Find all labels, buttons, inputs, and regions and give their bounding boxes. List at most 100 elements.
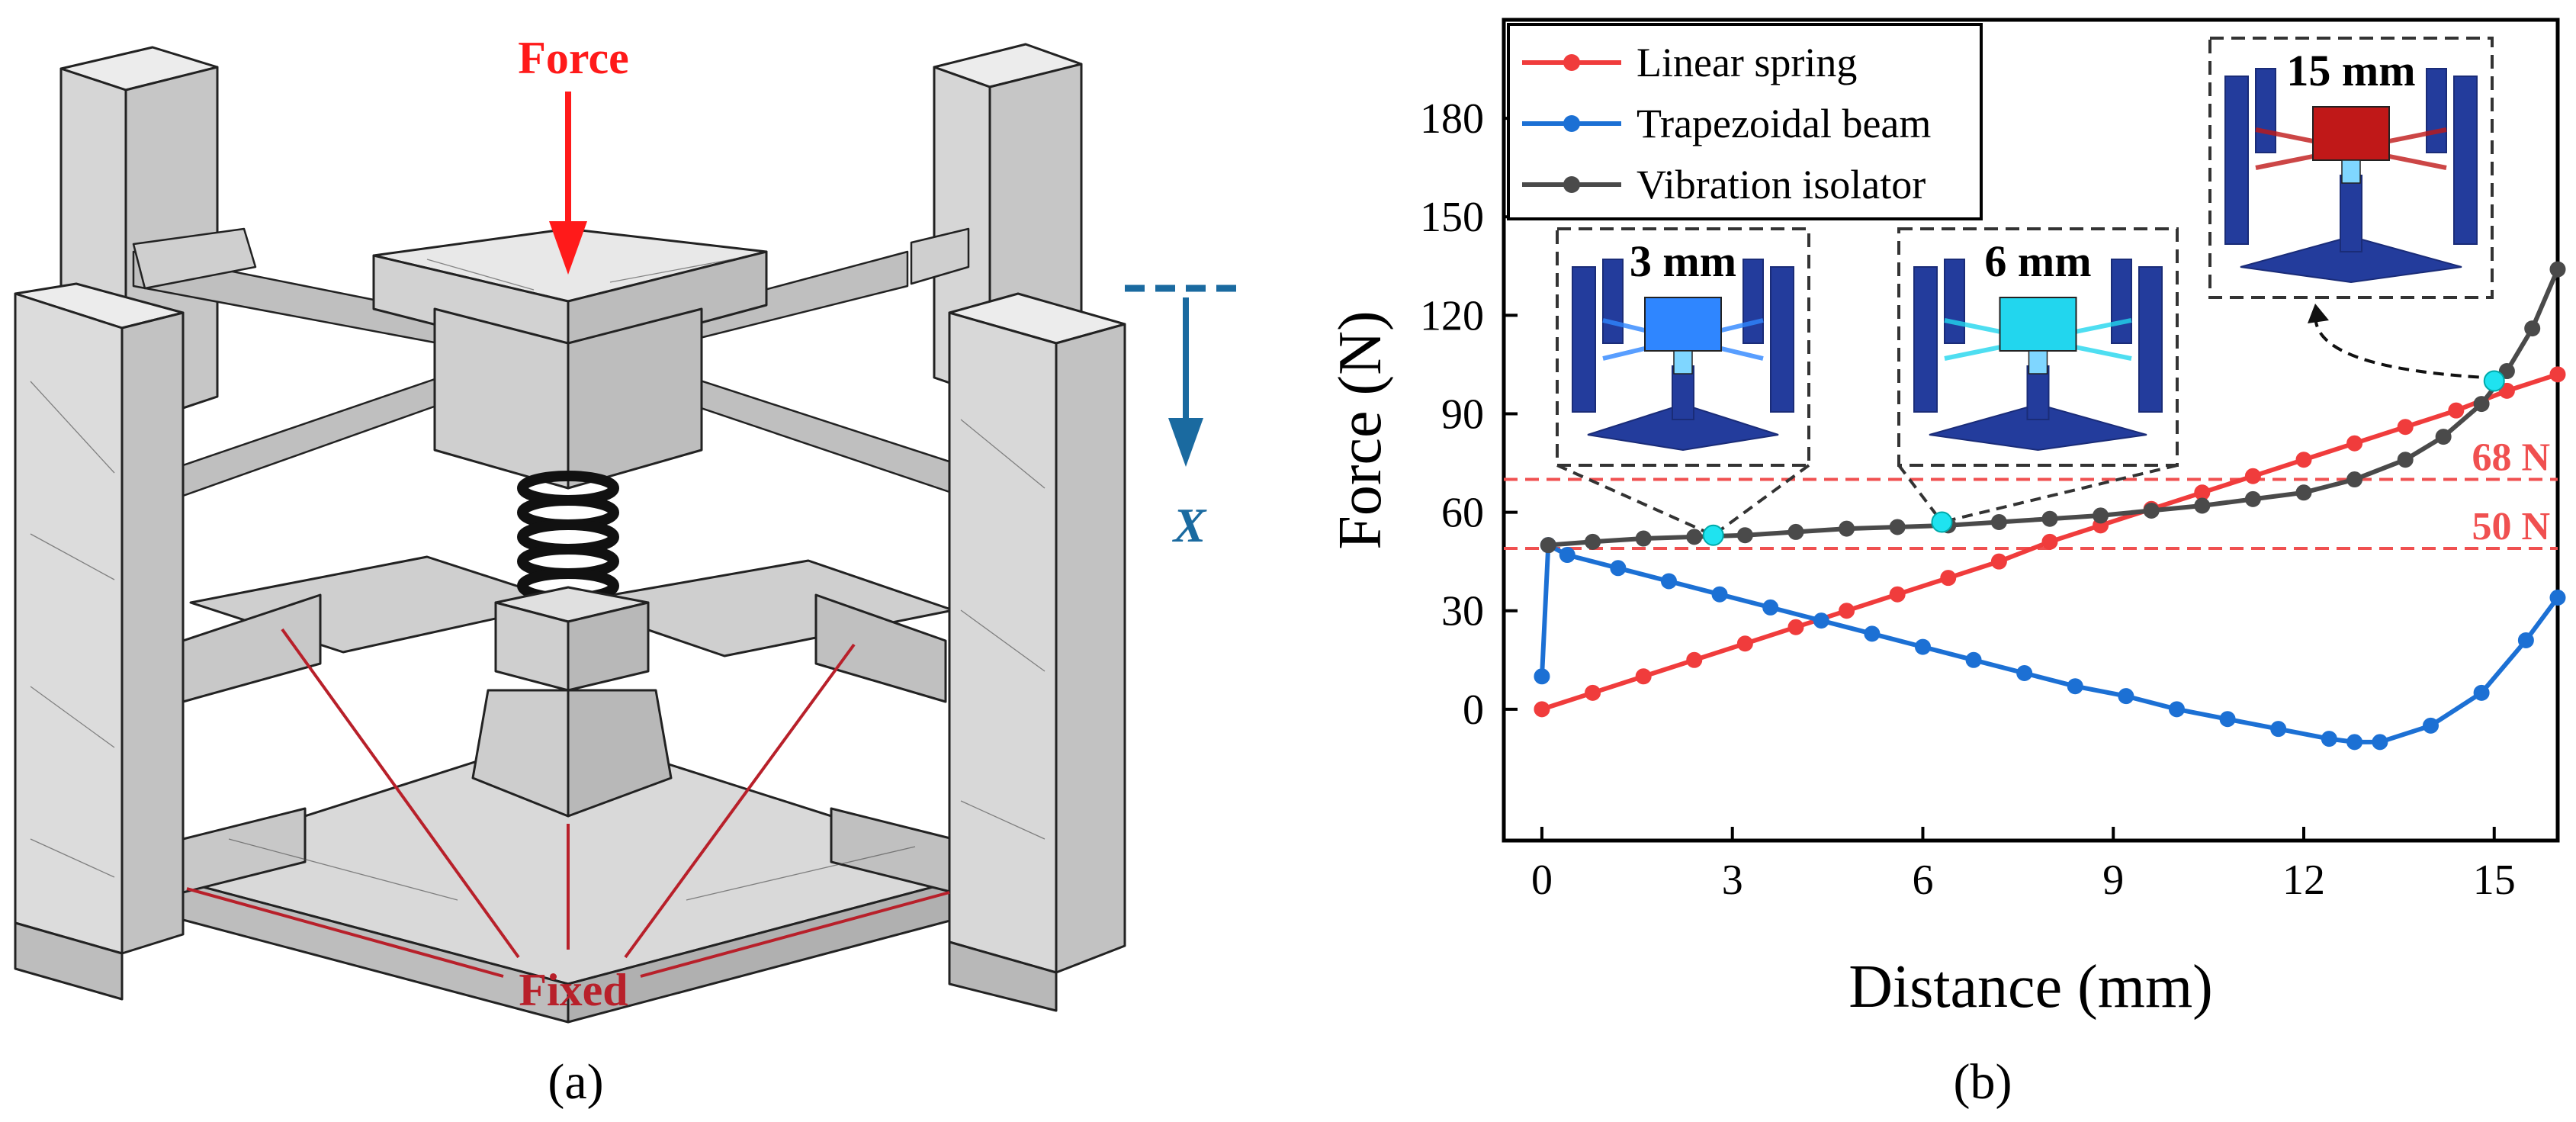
inset-post [2111, 259, 2132, 344]
inset-post [1602, 259, 1624, 344]
data-point [1990, 553, 2007, 570]
data-point [2473, 396, 2490, 413]
x-tick-label: 12 [2282, 857, 2325, 904]
inset-guide-line [1941, 464, 2178, 524]
data-point [2435, 429, 2452, 445]
front-left-post [14, 282, 185, 1001]
y-tick-label: 120 [1420, 292, 1484, 339]
x-tick-label: 15 [2473, 857, 2516, 904]
panel-b-caption: (b) [1954, 1054, 2012, 1110]
legend-swatch-dot [1563, 54, 1580, 71]
highlight-markers [1702, 370, 2505, 546]
x-tick-label: 9 [2102, 857, 2124, 904]
data-point [1610, 560, 1627, 577]
inset-guide-arrowhead [2308, 304, 2329, 323]
inset-spring [1673, 350, 1693, 375]
data-point [1534, 668, 1550, 685]
y-tick-label: 90 [1441, 391, 1484, 438]
data-point [2549, 590, 2566, 606]
data-point [1889, 519, 1906, 535]
x-axis-label: X [1172, 498, 1207, 552]
data-point [1660, 573, 1677, 590]
data-point [2219, 711, 2236, 728]
inset-pedestal [2026, 365, 2050, 420]
x-axis-title: Distance (mm) [1848, 953, 2213, 1021]
data-point [1940, 570, 1957, 587]
data-point [2093, 507, 2109, 524]
inset-frame [1897, 227, 2179, 467]
inset-post [1944, 259, 1965, 344]
data-point [2473, 684, 2490, 701]
data-point [1635, 530, 1652, 547]
data-point [2168, 701, 2185, 718]
data-point [2448, 402, 2465, 419]
y-axis-title: Force (N) [1327, 310, 1394, 549]
inset-post [1572, 266, 1596, 413]
data-point [1711, 586, 1728, 603]
inset-post [2224, 76, 2249, 245]
data-point [2067, 678, 2083, 695]
data-point [2270, 721, 2287, 738]
inset-post [2453, 76, 2478, 245]
data-point [2194, 497, 2211, 514]
data-point [2549, 366, 2566, 383]
data-point [1559, 547, 1575, 564]
data-point [2321, 731, 2337, 747]
data-point [1990, 514, 2007, 531]
inset-label: 6 mm [1984, 236, 2091, 286]
data-point [1686, 529, 1703, 545]
data-point [2346, 471, 2363, 488]
data-point [2397, 419, 2414, 436]
spring [517, 471, 619, 603]
data-point [2143, 502, 2160, 519]
y-tick-label: 30 [1441, 588, 1484, 635]
data-point [1635, 668, 1652, 685]
panel-a-mesh-model [14, 43, 1126, 1024]
inset-3: 15 mm [2208, 37, 2494, 299]
data-point [1914, 638, 1931, 655]
inset-guide-line [1897, 464, 1944, 523]
data-point [1736, 635, 1753, 652]
force-label: Force [518, 33, 628, 83]
x-tick-label: 6 [1912, 857, 1933, 904]
inset-center-block [1644, 297, 1722, 352]
inset-post [1742, 259, 1764, 344]
inset-base [2240, 235, 2462, 284]
inset-base [1929, 403, 2147, 452]
plot-frame [1502, 18, 2560, 843]
fixed-leader-lines [186, 628, 950, 978]
data-point [1889, 586, 1906, 603]
data-point [1736, 527, 1753, 544]
series-line [1540, 542, 2560, 744]
y-tick-label: 180 [1420, 95, 1484, 143]
inset-label: 3 mm [1630, 236, 1736, 286]
x-tick-label: 3 [1722, 857, 1743, 904]
x-tick-label: 0 [1531, 857, 1553, 904]
data-point [2517, 632, 2534, 648]
inset-label: 15 mm [2286, 46, 2415, 95]
inset-spring [2341, 159, 2361, 184]
inset-frame [2208, 37, 2494, 299]
data-point [2244, 490, 2261, 507]
data-point [2498, 363, 2515, 380]
inset-pedestal [2340, 175, 2362, 252]
panel-a-caption: (a) [548, 1054, 603, 1110]
data-point [1813, 612, 1829, 629]
data-point [1585, 684, 1601, 701]
data-point [2041, 533, 2058, 550]
highlight-marker [1931, 511, 1953, 533]
data-point [1686, 651, 1703, 668]
inset-guide-lines [1556, 304, 2479, 537]
data-point [1787, 523, 1804, 540]
data-point [2346, 734, 2363, 751]
data-point [1540, 537, 1556, 554]
data-point [2118, 688, 2134, 705]
y-tick-label: 60 [1441, 490, 1484, 537]
inset-base [1587, 403, 1779, 452]
series-layer [1534, 261, 2566, 751]
inset-frame [1556, 227, 1810, 467]
mesh-lines [30, 259, 1045, 901]
y-tick-label: 0 [1463, 686, 1484, 734]
